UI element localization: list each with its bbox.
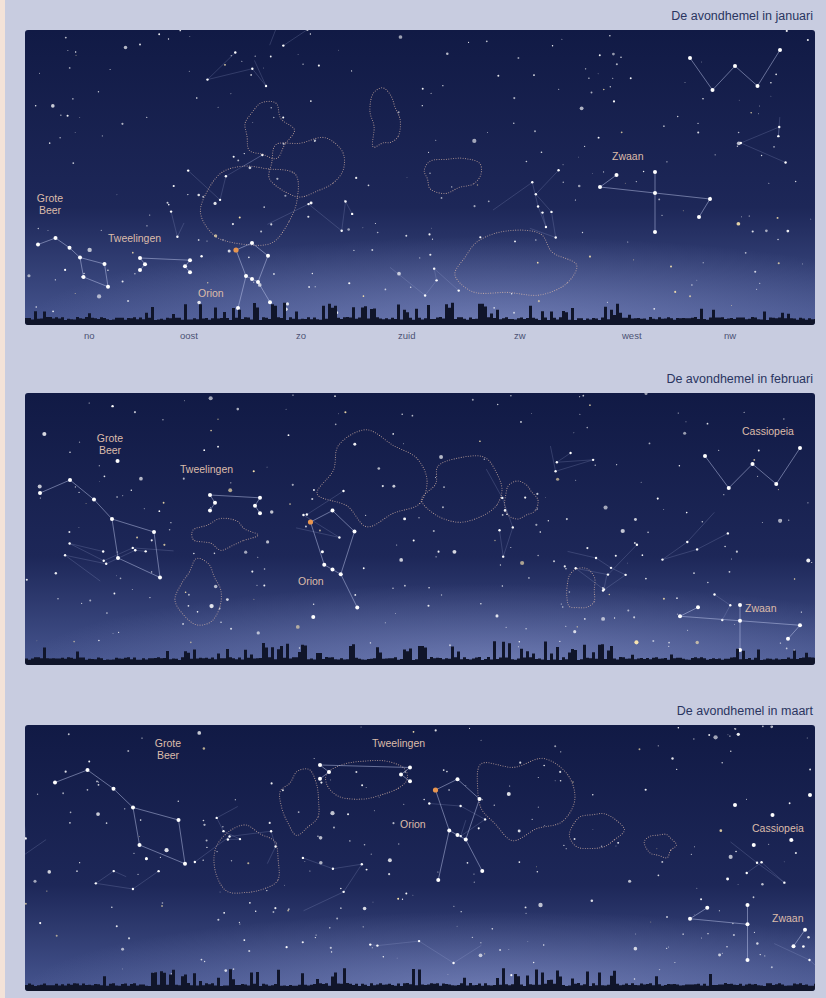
constellation-name: Grote Beer: [30, 192, 70, 216]
constellation-name: Zwaan: [745, 602, 777, 614]
constellation-name: Zwaan: [612, 150, 644, 162]
constellation-name: Cassiopeia: [752, 822, 804, 834]
constellation-name: Zwaan: [772, 912, 804, 924]
panel-title: De avondhemel in maart: [677, 704, 813, 718]
constellation-name: Orion: [298, 575, 324, 587]
panel-title: De avondhemel in januari: [671, 9, 813, 23]
panel-title: De avondhemel in februari: [666, 372, 813, 386]
sky-panel-drawing: [25, 725, 815, 991]
sky-panel-drawing: [25, 393, 815, 665]
edge-strip: [0, 0, 5, 998]
compass-direction: oost: [180, 330, 198, 341]
compass-direction: zw: [514, 330, 526, 341]
compass-direction: nw: [724, 330, 736, 341]
compass-direction: zuid: [398, 330, 415, 341]
sky-panel-drawing: [25, 30, 815, 325]
sky-panel: De avondhemel in februari: [25, 367, 815, 665]
compass-direction: west: [622, 330, 642, 341]
constellation-name: Orion: [198, 287, 224, 299]
constellation-name: Tweelingen: [180, 463, 233, 475]
constellation-name: Grote Beer: [148, 737, 188, 761]
constellation-name: Grote Beer: [90, 432, 130, 456]
constellation-name: Orion: [400, 818, 426, 830]
compass-direction: no: [84, 330, 95, 341]
constellation-name: Tweelingen: [372, 737, 425, 749]
constellation-name: Cassiopeia: [742, 425, 794, 437]
sky-panel: De avondhemel in januari: [25, 4, 815, 325]
compass-direction: zo: [296, 330, 306, 341]
constellation-name: Tweelingen: [108, 232, 161, 244]
